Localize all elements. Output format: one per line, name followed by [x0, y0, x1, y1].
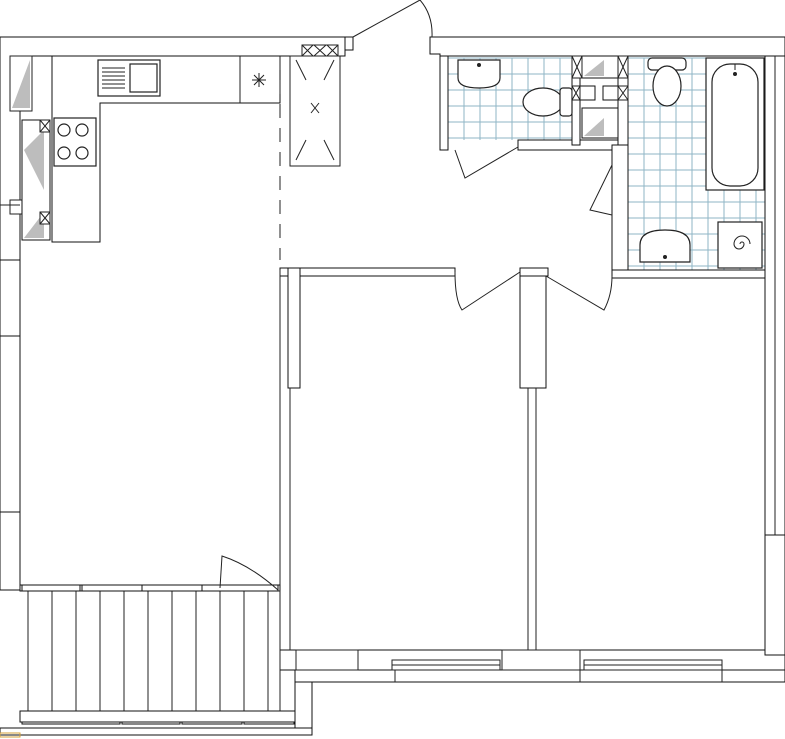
toilet-door	[454, 146, 519, 179]
bottom-windows	[295, 649, 723, 682]
washbasin-icon	[457, 59, 501, 89]
wardrobe	[279, 55, 341, 260]
toilet-icon	[647, 57, 687, 107]
balcony-rail-segment	[141, 584, 203, 592]
washing-machine-icon	[717, 221, 763, 269]
bathroom-walls	[611, 144, 766, 279]
sink-icon	[97, 59, 161, 97]
toilet-icon	[522, 87, 573, 117]
vent-icon	[39, 211, 51, 225]
balcony-door	[219, 555, 279, 591]
washbasin-icon	[639, 229, 691, 263]
bathtub-icon	[705, 57, 765, 191]
bedroom-door-right	[545, 275, 613, 311]
kitchen-window	[0, 55, 33, 215]
vent-icon	[39, 119, 51, 133]
bathroom-door	[589, 164, 613, 216]
entrance-door	[352, 0, 433, 38]
balcony	[0, 584, 313, 736]
vent-icon	[301, 44, 339, 57]
interior-walls	[279, 267, 549, 650]
balcony-rail-segment	[201, 584, 279, 592]
scale-marker	[0, 732, 21, 738]
bedroom-door-left	[454, 271, 521, 311]
kitchen-counter	[21, 55, 281, 243]
balcony-rail-segment	[21, 584, 81, 592]
refrigerator-icon	[252, 73, 266, 87]
service-shaft	[571, 55, 629, 139]
stove-icon	[53, 117, 97, 167]
balcony-rail-segment	[81, 584, 143, 592]
